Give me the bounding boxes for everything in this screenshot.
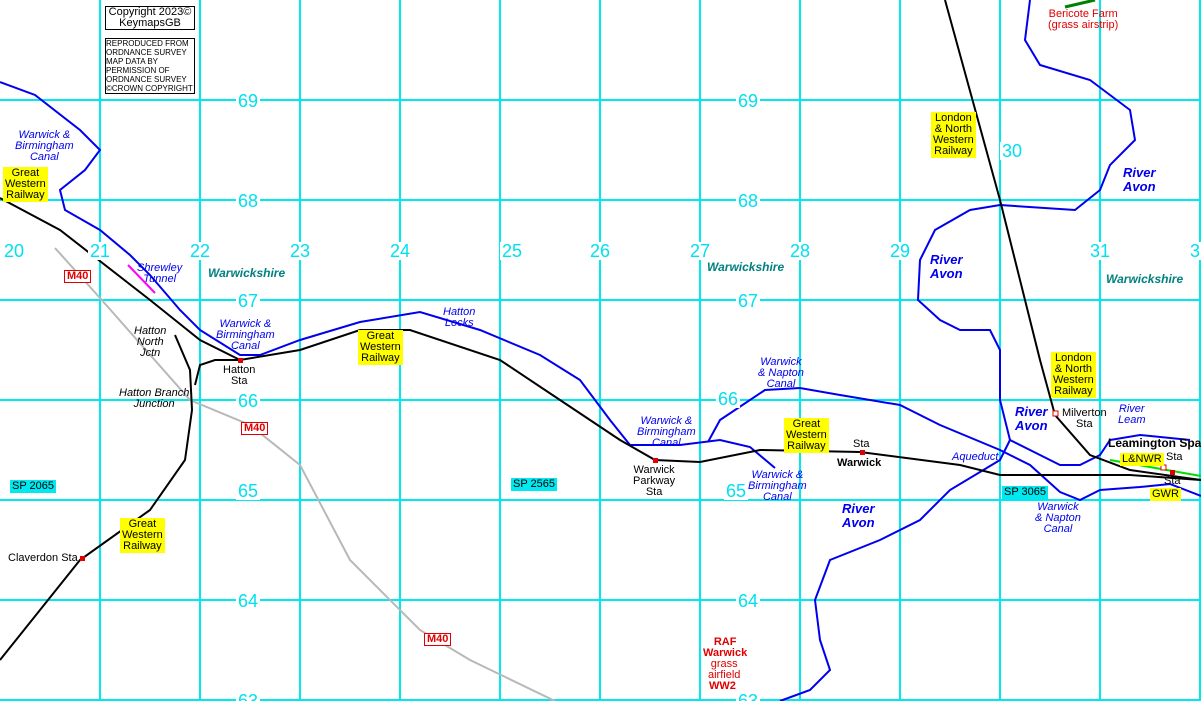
easting-label: 30 xyxy=(1000,141,1025,161)
gwr-label: Great Western Railway xyxy=(120,518,165,553)
lnwr-short-label: L&NWR xyxy=(1120,453,1164,466)
lnwr-label: London & North Western Railway xyxy=(931,112,976,158)
bericote-airstrip xyxy=(1064,0,1096,9)
northing-label: 64 xyxy=(736,591,761,611)
gwr-label: Great Western Railway xyxy=(358,330,403,365)
m40-label: M40 xyxy=(64,270,92,283)
river-leam xyxy=(1009,433,1191,466)
gwr-branch-line xyxy=(0,334,194,661)
lnwr-label: London & North Western Railway xyxy=(1051,352,1096,398)
warwick-parkway-station-label: Warwick Parkway Sta xyxy=(633,464,676,498)
gwr-main-line xyxy=(0,197,1201,481)
northing-label: 67 xyxy=(236,291,261,311)
easting-label: 21 xyxy=(88,241,113,261)
county-label: Warwickshire xyxy=(1106,272,1184,286)
raf-warwick-label: RAF Warwick xyxy=(703,636,748,659)
northing-label: 66 xyxy=(236,391,261,411)
river-avon xyxy=(779,0,1137,701)
m40-label: M40 xyxy=(241,422,269,435)
copyright-text: Copyright 2023© xyxy=(108,6,192,18)
raf-airfield-label: grass airfield xyxy=(708,658,741,681)
canal-label: Warwick & Birmingham Canal xyxy=(748,469,807,503)
shrewley-tunnel xyxy=(127,264,156,294)
county-label: Warwickshire xyxy=(707,260,785,274)
canal-label: Warwick & Napton Canal xyxy=(758,356,804,390)
northing-label: 66 xyxy=(716,389,741,409)
gwr-label: Great Western Railway xyxy=(3,167,48,202)
northing-label: 63 xyxy=(236,692,261,701)
grid-ref-label: SP 2565 xyxy=(511,478,558,491)
warwick-birmingham-canal xyxy=(0,81,776,469)
river-avon-label: River Avon xyxy=(1015,404,1048,433)
northing-label: 63 xyxy=(736,692,761,701)
hatton-branch-junction-label: Hatton Branch Junction xyxy=(119,387,190,410)
canal-label: Warwick & Birmingham Canal xyxy=(15,129,74,163)
leamington-gwr-station-label: Sta xyxy=(1164,475,1181,487)
grid-ref-label: SP 2065 xyxy=(10,480,57,493)
warwick-napton-canal xyxy=(707,386,1201,502)
hatton-north-jctn-label: Hatton North Jctn xyxy=(134,325,167,359)
easting-label: 22 xyxy=(188,241,213,261)
grid-ref-label: SP 3065 xyxy=(1002,486,1049,499)
easting-label: 25 xyxy=(500,241,525,261)
raf-ww2-label: WW2 xyxy=(709,680,736,692)
copyright-box: Copyright 2023©KeymapsGB xyxy=(105,6,195,30)
easting-label: 29 xyxy=(888,241,913,261)
river-avon-label: River Avon xyxy=(842,501,875,530)
easting-label: 27 xyxy=(688,241,713,261)
warwick-station-label: Sta xyxy=(853,438,870,450)
easting-label: 24 xyxy=(388,241,413,261)
milverton-station-label: Milverton Sta xyxy=(1062,407,1107,430)
stations xyxy=(80,358,1175,561)
easting-label: 26 xyxy=(588,241,613,261)
copyright-owner: KeymapsGB xyxy=(119,17,181,29)
northing-label: 64 xyxy=(236,591,261,611)
easting-label: 23 xyxy=(288,241,313,261)
northing-label: 68 xyxy=(236,191,261,211)
gwr-label: Great Western Railway xyxy=(784,418,829,453)
easting-label: 3 xyxy=(1188,241,1201,261)
claverdon-station-label: Claverdon Sta xyxy=(8,552,78,564)
gwr-short-label: GWR xyxy=(1150,488,1181,501)
river-avon-label: River Avon xyxy=(1123,165,1156,194)
northing-label: 69 xyxy=(736,91,761,111)
hatton-locks-label: Hatton Locks xyxy=(443,306,476,329)
ordnance-notice: REPRODUCED FROM ORDNANCE SURVEY MAP DATA… xyxy=(105,38,195,94)
leamington-lnwr-station-label: Sta xyxy=(1166,451,1183,463)
hatton-spur xyxy=(194,359,240,386)
warwick-town-label: Warwick xyxy=(837,457,882,469)
aqueduct-label: Aqueduct xyxy=(952,451,999,463)
hatton-station-label: Hatton Sta xyxy=(223,364,256,387)
bericote-farm-label: Bericote Farm (grass airstrip) xyxy=(1048,8,1119,31)
leamington-spa-label: Leamington Spa xyxy=(1108,436,1201,450)
northing-label: 65 xyxy=(236,481,261,501)
m40-label: M40 xyxy=(424,633,452,646)
northing-label: 67 xyxy=(736,291,761,311)
m40-motorway xyxy=(54,247,556,701)
county-label: Warwickshire xyxy=(208,266,286,280)
easting-label: 20 xyxy=(2,241,27,261)
easting-label: 31 xyxy=(1088,241,1113,261)
shrewley-tunnel-label: Shrewley Tunnel xyxy=(137,262,183,285)
canal-label: Warwick & Birmingham Canal xyxy=(216,318,275,352)
river-leam-label: River Leam xyxy=(1118,403,1146,426)
river-avon-label: River Avon xyxy=(930,252,963,281)
northing-label: 65 xyxy=(724,481,749,501)
canal-label: Warwick & Birmingham Canal xyxy=(637,415,696,449)
canal-label: Warwick & Napton Canal xyxy=(1035,501,1081,535)
northing-label: 69 xyxy=(236,91,261,111)
northing-label: 68 xyxy=(736,191,761,211)
easting-label: 28 xyxy=(788,241,813,261)
